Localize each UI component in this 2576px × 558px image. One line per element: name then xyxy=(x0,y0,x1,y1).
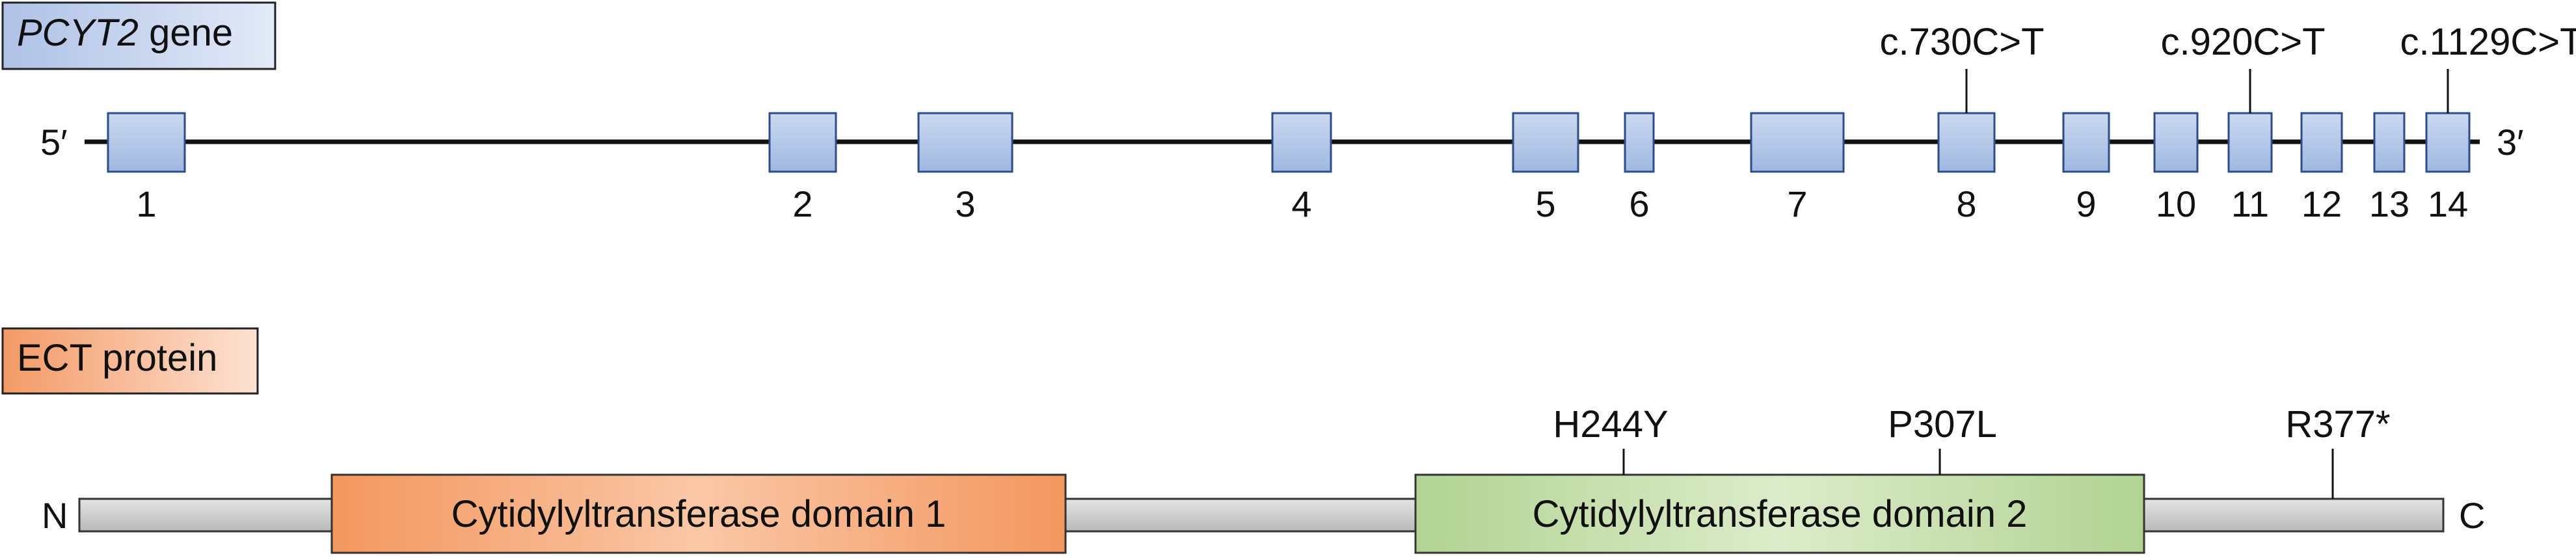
exon-8-label: 8 xyxy=(1956,183,1976,224)
five-prime-label: 5′ xyxy=(40,122,68,163)
domain-1-label: Cytidylyltransferase domain 1 xyxy=(451,493,946,535)
gene-variant-group: c.730C>T c.920C>T c.1129C>T xyxy=(1879,21,2576,113)
exon-13-label: 13 xyxy=(2369,183,2409,224)
exon-6-box xyxy=(1624,112,1655,173)
exon-4-box xyxy=(1271,112,1332,173)
exon-12-label: 12 xyxy=(2301,183,2342,224)
exon-11-box xyxy=(2227,112,2273,173)
gene-variant-label: c.920C>T xyxy=(2160,21,2325,63)
n-terminus-label: N xyxy=(42,495,68,536)
domain-2-box xyxy=(1414,473,2145,554)
exon-12-box xyxy=(2300,112,2343,173)
exon-6-label: 6 xyxy=(1629,183,1649,224)
protein-variant-h244y: H244Y xyxy=(1553,403,1669,475)
exon-1-box xyxy=(107,112,186,173)
exon-5-box xyxy=(1512,112,1579,173)
protein-variant-r377: R377* xyxy=(2285,403,2391,499)
exon-2-box xyxy=(768,112,837,173)
exon-2-label: 2 xyxy=(792,183,812,224)
protein-variant-label: P307L xyxy=(1888,403,1997,445)
protein-title-box xyxy=(1,327,259,395)
exon-11-label: 11 xyxy=(2231,183,2269,224)
c-terminus-label: C xyxy=(2459,495,2485,536)
protein-variant-label: R377* xyxy=(2285,403,2390,445)
domain-2-label: Cytidylyltransferase domain 2 xyxy=(1533,493,2028,535)
gene-title-box xyxy=(1,1,276,70)
exon-14-box xyxy=(2425,112,2471,173)
exon-3-box xyxy=(917,112,1013,173)
exon-4-label: 4 xyxy=(1291,183,1311,224)
exon-3-label: 3 xyxy=(955,183,975,224)
exon-10-box xyxy=(2153,112,2199,173)
exon-10-label: 10 xyxy=(2156,183,2196,224)
exon-7-box xyxy=(1750,112,1845,173)
exon-8-box xyxy=(1937,112,1996,173)
gene-variant-label: c.1129C>T xyxy=(2400,21,2576,63)
gene-variant-label: c.730C>T xyxy=(1879,21,2044,63)
protein-variant-p307l: P307L xyxy=(1888,403,1997,475)
three-prime-label: 3′ xyxy=(2497,122,2524,163)
domain-1-box xyxy=(330,473,1067,554)
protein-variant-label: H244Y xyxy=(1553,403,1668,445)
protein-title: ECT protein xyxy=(17,337,217,379)
exon-9-label: 9 xyxy=(2076,183,2096,224)
exon-7-label: 7 xyxy=(1787,183,1807,224)
gene-title-suffix: gene xyxy=(139,12,233,54)
gene-title-symbol: PCYT2 xyxy=(17,12,139,54)
exon-14-label: 14 xyxy=(2428,183,2468,224)
exon-5-label: 5 xyxy=(1535,183,1555,224)
exon-1-label: 1 xyxy=(136,183,156,224)
protein-panel: ECT protein N C Cytidylyltransferase dom… xyxy=(1,327,2485,554)
exon-13-box xyxy=(2373,112,2406,173)
exon-9-box xyxy=(2062,112,2110,173)
gene-title: PCYT2 gene xyxy=(17,12,233,54)
